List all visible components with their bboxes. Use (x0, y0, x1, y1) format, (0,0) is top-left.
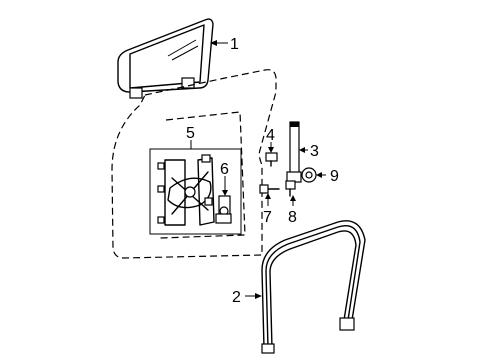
bolt-4 (265, 152, 278, 167)
glass-run-channel (261, 220, 366, 354)
callout-7: 7 (263, 209, 272, 226)
regulator-motor (215, 195, 232, 224)
callout-labels: 1 2 3 4 5 6 7 8 9 (186, 36, 339, 306)
glass-guide-channel (286, 121, 302, 183)
callout-3: 3 (310, 143, 319, 160)
callout-4: 4 (266, 127, 275, 144)
window-regulator-assembly (149, 148, 242, 235)
nut-9 (301, 167, 317, 183)
door-glass (117, 18, 214, 99)
leader-lines (190, 40, 326, 299)
bolt-8 (285, 180, 296, 197)
callout-8: 8 (288, 209, 297, 226)
screw-7 (259, 184, 280, 194)
door-outline (111, 69, 277, 259)
callout-9: 9 (330, 168, 339, 185)
callout-5: 5 (186, 125, 195, 142)
callout-6: 6 (220, 161, 229, 178)
callout-1: 1 (230, 36, 239, 53)
callout-2: 2 (232, 289, 241, 306)
